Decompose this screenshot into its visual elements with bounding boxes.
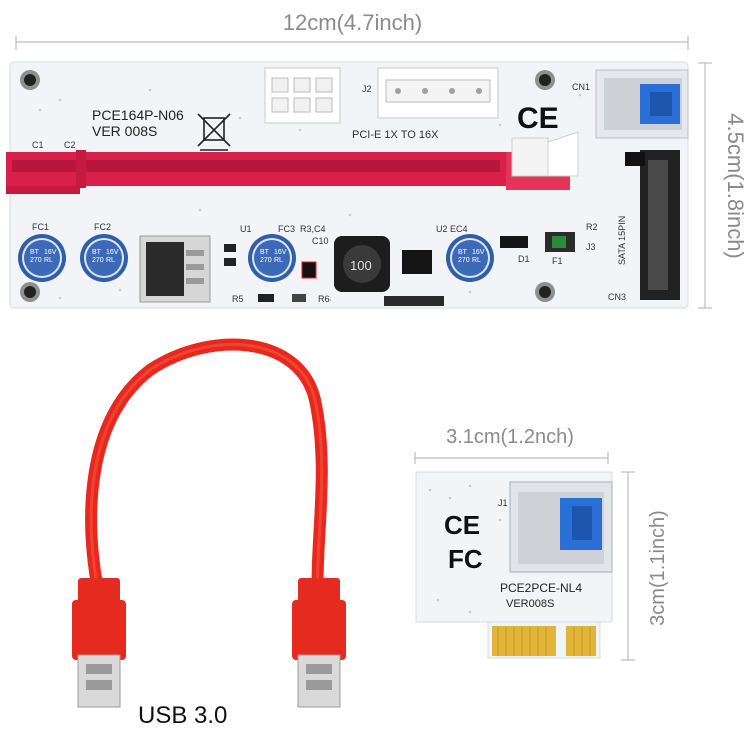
adapter-version-text: VER008S xyxy=(506,598,554,610)
ref-d1: D1 xyxy=(518,254,530,264)
main-riser-board: CE xyxy=(6,61,689,309)
fc-mark-adapter: FC xyxy=(448,544,483,574)
capacitor-fc1 xyxy=(18,234,66,282)
svg-text:270: 270 xyxy=(458,257,470,264)
ce-mark-adapter: CE xyxy=(444,510,480,540)
inductor-text: 100 xyxy=(350,258,372,273)
ref-ec4: EC4 xyxy=(450,224,468,234)
small-height-dimension-lines xyxy=(621,471,635,661)
adapter-ref-j1: J1 xyxy=(498,498,508,508)
capacitor-ec4 xyxy=(446,234,494,282)
pcie-x1-adapter-board: CE FC xyxy=(415,471,613,659)
ref-j2: J2 xyxy=(362,84,372,94)
ref-cn1: CN1 xyxy=(572,82,590,92)
ref-c2: C2 xyxy=(64,140,76,150)
svg-text:16V: 16V xyxy=(472,249,485,256)
sata-label-text: SATA 15PIN xyxy=(617,216,627,265)
adapter-model-text: PCE2PCE-NL4 xyxy=(500,581,582,595)
ref-r5: R5 xyxy=(232,294,244,304)
mounting-holes xyxy=(20,70,555,302)
sata-connector xyxy=(625,150,680,300)
main-model-text: PCE164P-N06 xyxy=(92,107,184,123)
ref-j3: J3 xyxy=(586,242,596,252)
main-version-text: VER 008S xyxy=(92,123,157,139)
ref-u2: U2 xyxy=(436,224,448,234)
main-width-dimension-lines xyxy=(15,36,689,50)
pcie-x16-slot xyxy=(6,131,579,194)
svg-text:CE: CE xyxy=(517,102,559,135)
ref-fc1: FC1 xyxy=(32,222,49,232)
svg-text:BT: BT xyxy=(458,249,468,256)
capacitor-fc3 xyxy=(248,234,296,282)
svg-text:16V: 16V xyxy=(44,249,57,256)
ref-fc3: FC3 xyxy=(278,224,295,234)
weee-bin-icon xyxy=(197,113,231,151)
ref-r6: R6 xyxy=(318,294,330,304)
svg-text:RL: RL xyxy=(274,257,283,264)
small-components xyxy=(224,232,575,306)
small-width-dimension: 3.1cm(1.2nch) xyxy=(405,426,615,449)
ref-r3c4: R3,C4 xyxy=(300,224,326,234)
svg-text:BT: BT xyxy=(260,249,270,256)
six-pin-power-connector xyxy=(264,67,341,124)
svg-text:RL: RL xyxy=(106,257,115,264)
small-width-inch: (1.2nch) xyxy=(500,426,574,448)
main-width-inch: (4.7inch) xyxy=(336,10,423,35)
small-width-cm: 3.1cm xyxy=(446,426,501,448)
ref-c10: C10 xyxy=(312,236,329,246)
svg-text:BT: BT xyxy=(30,249,40,256)
slot-label-text: PCI-E 1X TO 16X xyxy=(352,129,439,141)
ref-r2: R2 xyxy=(586,222,598,232)
ref-fc2: FC2 xyxy=(94,222,111,232)
chip-u2 xyxy=(402,250,432,274)
ref-u1: U1 xyxy=(240,224,252,234)
svg-text:270: 270 xyxy=(260,257,272,264)
main-width-dimension: 12cm(4.7inch) xyxy=(0,10,705,36)
small-width-dimension-lines xyxy=(414,452,609,464)
usb3-port-main xyxy=(595,69,689,139)
usb3-cable xyxy=(72,338,346,708)
ref-c1: C1 xyxy=(32,140,44,150)
main-width-cm: 12cm xyxy=(282,10,337,35)
svg-text:RL: RL xyxy=(44,257,53,264)
main-height-dimension-lines xyxy=(698,62,712,309)
ref-cn3: CN3 xyxy=(608,292,626,302)
usb-cable-label: USB 3.0 xyxy=(138,702,228,729)
capacitor-labels: BT 270 16V RL BT 270 16V RL BT 270 16V R… xyxy=(30,249,485,264)
svg-text:270: 270 xyxy=(92,257,104,264)
svg-text:16V: 16V xyxy=(274,249,287,256)
svg-text:RL: RL xyxy=(472,257,481,264)
svg-text:270: 270 xyxy=(30,257,42,264)
voltage-regulator xyxy=(139,235,211,303)
pcie-x1-gold-fingers xyxy=(487,621,601,659)
capacitor-fc2 xyxy=(80,234,128,282)
svg-text:BT: BT xyxy=(92,249,102,256)
usb3-port-adapter xyxy=(509,481,613,573)
ref-f1: F1 xyxy=(552,256,563,266)
inductor xyxy=(334,236,390,292)
svg-text:16V: 16V xyxy=(106,249,119,256)
molex-connector xyxy=(377,67,499,119)
ce-mark-main: CE xyxy=(517,102,559,135)
